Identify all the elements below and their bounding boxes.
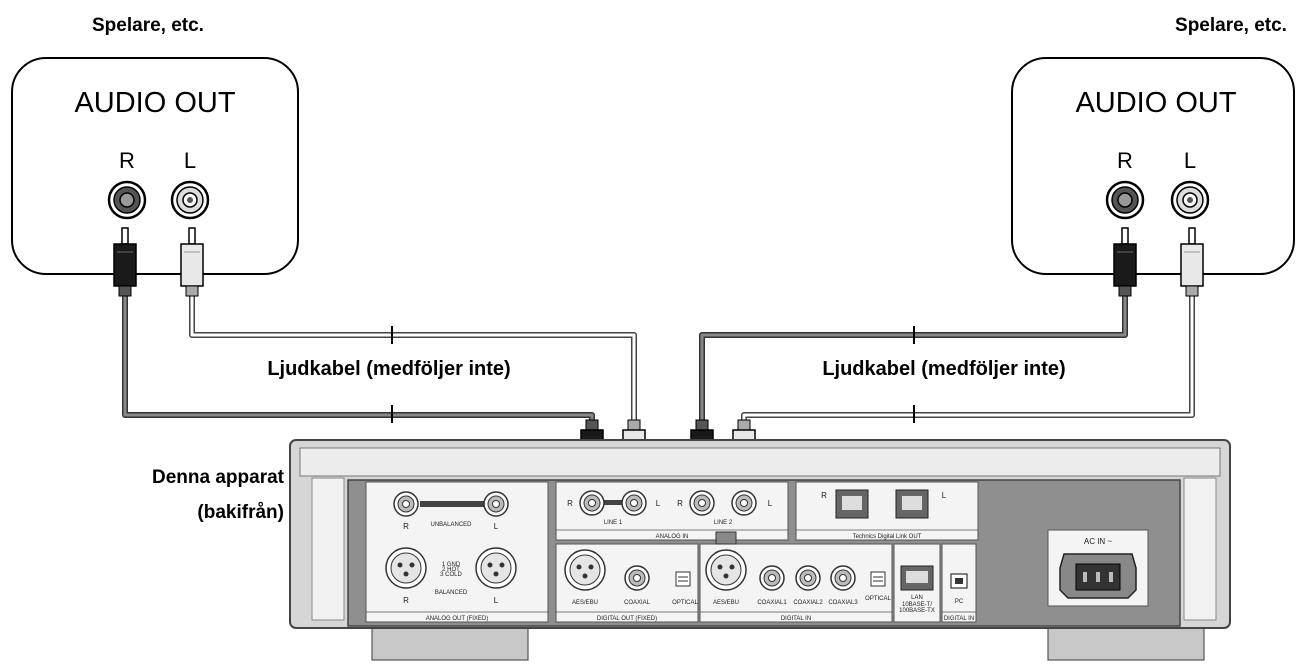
right-jack-r-label: R [1117, 148, 1133, 173]
r-mark: R [403, 522, 409, 531]
r-mark: R [403, 596, 409, 605]
left-cable-l-wire [189, 292, 637, 420]
balanced-label: BALANCED [435, 590, 468, 596]
digital-in-coaxial3 [830, 565, 856, 591]
line2-label: LINE 2 [714, 520, 733, 526]
aes-ebu-label: AES/EBU [713, 600, 739, 606]
unit-top-strip [299, 447, 1221, 477]
unbalanced-label: UNBALANCED [430, 522, 472, 528]
pin-label: 1 GND [442, 562, 461, 568]
left-source-box [11, 57, 299, 275]
right-jack-r [1105, 180, 1145, 220]
left-jack-r [107, 180, 147, 220]
pin-label: 3 COLD [440, 572, 462, 578]
digital-in-aes-ebu [705, 549, 747, 591]
lan-spec: 10BASE-T/ [902, 602, 932, 608]
technics-link-label: Technics Digital Link OUT [853, 534, 922, 540]
left-jack-l-label: L [184, 148, 196, 173]
digital-in-label: DIGITAL IN [781, 616, 811, 622]
digital-out-label: DIGITAL OUT (FIXED) [597, 616, 657, 622]
left-cable: Ljudkabel (medföljer inte) [113, 227, 646, 485]
coaxial1-label: COAXIAL1 [757, 600, 787, 606]
coaxial2-label: COAXIAL2 [793, 600, 823, 606]
analog-out-unbalanced-l [483, 491, 509, 517]
analog-in-line1-r [579, 490, 605, 516]
unit-foot-right [1047, 625, 1205, 661]
right-cable: Ljudkabel (medföljer inte) [690, 227, 1204, 485]
analog-in-line2-l [731, 490, 757, 516]
unit-rear-panel: R L UNBALANCED 1 GND 2 HOT 3 COLD BALANC… [289, 439, 1231, 661]
pc-label: PC [955, 599, 964, 605]
digital-in-label: DIGITAL IN [944, 616, 974, 622]
right-jack-l [1170, 180, 1210, 220]
digital-out-aes-ebu [564, 549, 606, 591]
optical-label: OPTICAL [865, 596, 891, 602]
r-mark: R [567, 499, 573, 508]
digital-out-coaxial [624, 565, 650, 591]
analog-in-line1-l [621, 490, 647, 516]
right-audio-out-label: AUDIO OUT [1075, 87, 1236, 119]
digital-out-optical [675, 571, 691, 587]
analog-out-balanced-l [475, 547, 517, 589]
coaxial3-label: COAXIAL3 [828, 600, 858, 606]
left-cable-r-wire [122, 292, 595, 422]
analog-in-label: ANALOG IN [656, 534, 689, 540]
l-mark: L [494, 596, 499, 605]
optical-label: OPTICAL [672, 600, 698, 606]
l-mark: L [656, 499, 661, 508]
unit-caption-line2: (bakifrån) [197, 502, 284, 523]
lan-spec: 100BASE-TX [899, 608, 935, 614]
line1-label: LINE 1 [604, 520, 623, 526]
coaxial-label: COAXIAL [624, 600, 651, 606]
digital-in-optical [870, 571, 886, 587]
l-mark: L [942, 491, 947, 500]
left-audio-out-label: AUDIO OUT [74, 87, 235, 119]
unit-caption-line1: Denna apparat [152, 467, 285, 488]
left-source-heading: Spelare, etc. [92, 15, 204, 36]
left-jack-l [170, 180, 210, 220]
right-cable-label: Ljudkabel (medföljer inte) [822, 358, 1065, 380]
right-cable-r-wire [699, 292, 1128, 422]
analog-in-line2-r [689, 490, 715, 516]
right-source-box [1011, 57, 1295, 275]
r-mark: R [821, 491, 827, 500]
left-source: Spelare, etc. AUDIO OUT R L [11, 15, 299, 275]
aes-ebu-label: AES/EBU [572, 600, 598, 606]
lan-label: LAN [911, 595, 923, 601]
unit-foot-left [371, 625, 529, 661]
left-cable-label: Ljudkabel (medföljer inte) [267, 358, 510, 380]
left-jack-r-label: R [119, 148, 135, 173]
right-source: Spelare, etc. AUDIO OUT R L [1011, 15, 1295, 275]
analog-out-label: ANALOG OUT (FIXED) [426, 616, 489, 622]
analog-out-unbalanced-r [393, 491, 419, 517]
r-mark: R [677, 499, 683, 508]
right-source-heading: Spelare, etc. [1175, 15, 1287, 36]
pin-label: 2 HOT [442, 567, 460, 573]
right-jack-l-label: L [1184, 148, 1196, 173]
l-mark: L [494, 522, 499, 531]
digital-in-coaxial2 [795, 565, 821, 591]
digital-in-coaxial1 [759, 565, 785, 591]
l-mark: L [768, 499, 773, 508]
analog-out-balanced-r [385, 547, 427, 589]
ac-in-label: AC IN ~ [1084, 537, 1113, 546]
